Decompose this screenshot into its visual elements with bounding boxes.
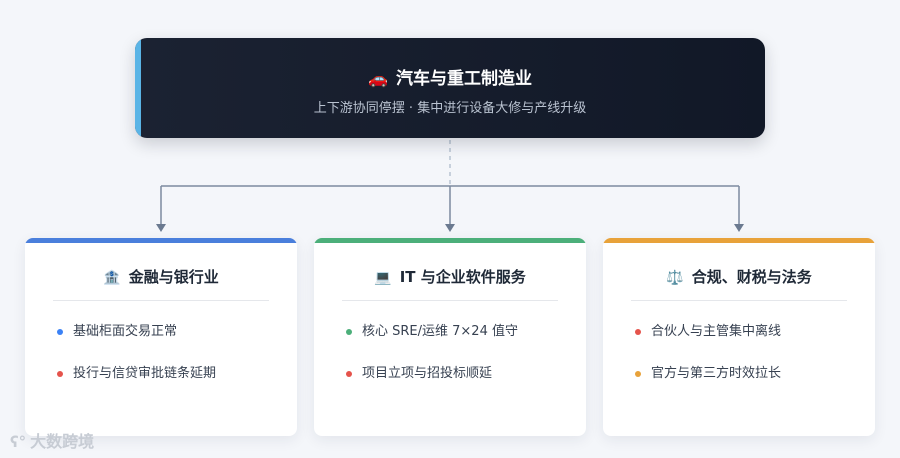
sector-card-compliance: ⚖️ 合规、财税与法务 合伙人与主管集中离线 官方与第三方时效拉长 [603,238,875,436]
list-item: 核心 SRE/运维 7×24 值守 [346,324,566,366]
list-item: 基础柜面交易正常 [57,324,277,366]
watermark: ʕ°大数跨境 [10,428,94,452]
card-item-list: 合伙人与主管集中离线 官方与第三方时效拉长 [635,324,855,408]
logo-icon: ʕ° [10,433,27,451]
list-item-text: 官方与第三方时效拉长 [651,366,782,381]
list-item-text: 合伙人与主管集中离线 [651,324,782,339]
bullet-dot [346,329,352,335]
top-card-subtitle: 上下游协同停摆 · 集中进行设备大修与产线升级 [313,101,587,116]
list-item: 官方与第三方时效拉长 [635,366,855,408]
bullet-dot [57,371,63,377]
car-icon: 🚗 [368,69,388,88]
list-item-text: 投行与信贷审批链条延期 [73,366,217,381]
top-card-title: 🚗 汽车与重工制造业 [135,64,765,89]
bank-icon: 🏦 [103,270,121,286]
card-accent-bar [25,238,297,243]
card-title-text: 合规、财税与法务 [691,268,812,286]
card-title: ⚖️ 合规、财税与法务 [603,266,875,287]
arrow-head-left [156,224,166,232]
card-title: 🏦 金融与银行业 [25,266,297,287]
top-card-title-text: 汽车与重工制造业 [395,69,532,89]
list-item: 项目立项与招投标顺延 [346,366,566,408]
list-item: 合伙人与主管集中离线 [635,324,855,366]
bullet-dot [635,371,641,377]
card-title: 💻 IT 与企业软件服务 [314,266,586,287]
sector-card-finance: 🏦 金融与银行业 基础柜面交易正常 投行与信贷审批链条延期 [25,238,297,436]
watermark-text: 大数跨境 [30,432,95,451]
card-title-text: 金融与银行业 [128,268,219,286]
card-accent-bar [603,238,875,243]
card-title-text: IT 与企业软件服务 [399,268,526,286]
list-item: 投行与信贷审批链条延期 [57,366,277,408]
laptop-icon: 💻 [374,270,392,286]
arrow-head-center [445,224,455,232]
arrow-head-right [734,224,744,232]
top-card-accent [135,38,141,138]
list-item-text: 核心 SRE/运维 7×24 值守 [362,324,518,339]
card-divider [53,300,269,301]
list-item-text: 基础柜面交易正常 [73,324,178,339]
bullet-dot [635,329,641,335]
card-item-list: 核心 SRE/运维 7×24 值守 项目立项与招投标顺延 [346,324,566,408]
top-sector-card: 🚗 汽车与重工制造业 上下游协同停摆 · 集中进行设备大修与产线升级 [135,38,765,138]
scales-icon: ⚖️ [666,270,684,286]
bullet-dot [346,371,352,377]
card-item-list: 基础柜面交易正常 投行与信贷审批链条延期 [57,324,277,408]
bullet-dot [57,329,63,335]
card-divider [631,300,847,301]
list-item-text: 项目立项与招投标顺延 [362,366,493,381]
card-accent-bar [314,238,586,243]
card-divider [342,300,558,301]
sector-card-it: 💻 IT 与企业软件服务 核心 SRE/运维 7×24 值守 项目立项与招投标顺延 [314,238,586,436]
